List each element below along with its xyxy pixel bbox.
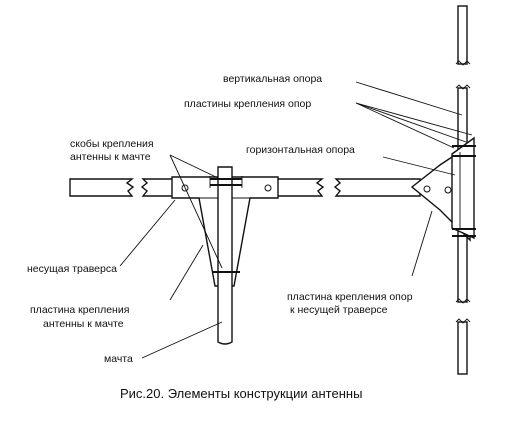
label-horizontal-support: горизонтальная опора xyxy=(246,144,355,156)
label-mast: мачта xyxy=(104,353,133,365)
figure-caption: Рис.20. Элементы конструкции антенны xyxy=(120,386,362,401)
support-mount-plates xyxy=(451,136,476,240)
mast xyxy=(217,166,233,345)
label-vertical-support: вертикальная опора xyxy=(223,73,322,85)
mast-brackets xyxy=(209,176,243,273)
diagram-labels: вертикальная опора пластины крепления оп… xyxy=(27,73,413,365)
label-brackets-line2: антенны к мачте xyxy=(70,151,151,163)
label-plate-mast-line1: пластина крепления xyxy=(30,304,129,316)
label-plate-mast-line2: антенны к мачте xyxy=(43,318,124,330)
label-carrier-beam: несущая траверса xyxy=(27,263,117,275)
label-plate-beam-line1: пластина крепления опор xyxy=(287,291,413,303)
leader-lines xyxy=(119,81,473,359)
label-brackets-line1: скобы крепления xyxy=(70,138,154,150)
label-support-plates: пластины крепления опор xyxy=(184,98,311,110)
label-plate-beam-line2: к несущей траверсе xyxy=(290,304,388,316)
